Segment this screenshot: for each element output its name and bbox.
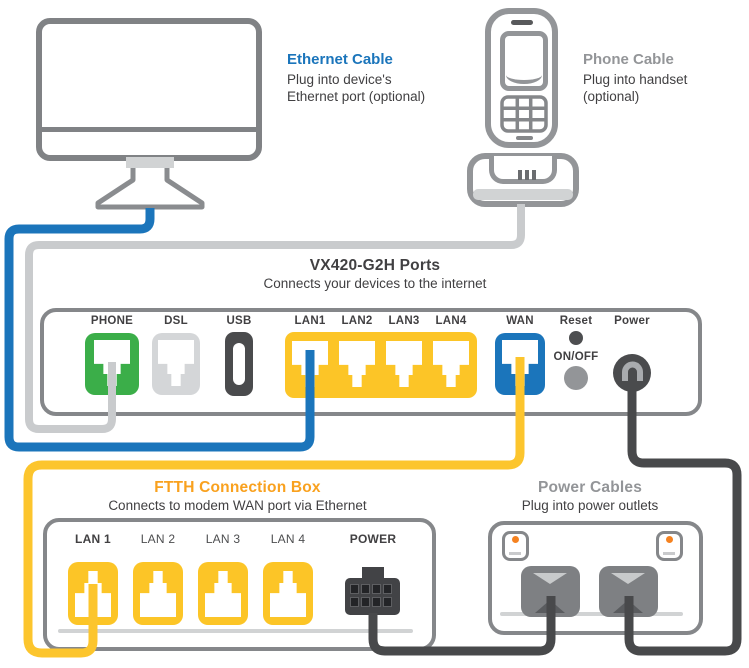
socket-left-plug-wedge (535, 600, 565, 613)
modem-phone-label: PHONE (90, 315, 134, 327)
phone-cradle-well (489, 156, 557, 184)
ethernet-cable-note: Ethernet Cable Plug into device's Ethern… (287, 51, 425, 105)
socket-right-plug-wedge (613, 600, 643, 613)
monitor-icon (36, 18, 262, 161)
phone-cable-note: Phone Cable Plug into handset (optional) (583, 51, 687, 105)
socket-right-triangle (611, 573, 645, 584)
ftth-lan4-label: LAN 4 (270, 532, 306, 546)
power-cables-title: Power Cables (537, 479, 643, 496)
ethernet-cable-note-line1: Plug into device's (287, 72, 392, 87)
modem-title: VX420-G2H Ports (309, 257, 441, 274)
outlet-socket-right (599, 566, 658, 617)
phone-bottom-key (516, 136, 533, 140)
modem-wan-label: WAN (506, 315, 534, 327)
phone-cable-note-line1: Plug into handset (583, 72, 688, 87)
ftth-lan2-label: LAN 2 (140, 532, 176, 546)
outlet-switch-right-line (663, 552, 675, 555)
ethernet-cable-note-title: Ethernet Cable (287, 51, 393, 68)
phone-cable-note-title: Phone Cable (583, 51, 674, 68)
modem-reset-label: Reset (559, 315, 593, 327)
outlet-socket-left (521, 566, 580, 617)
modem-onoff-label: ON/OFF (553, 351, 599, 363)
ftth-power-label: POWER (349, 532, 397, 546)
power-jack (613, 354, 651, 392)
power-cables-heading: Power Cables Plug into power outlets (460, 478, 720, 514)
modem-heading: VX420-G2H Ports Connects your devices to… (125, 256, 625, 292)
outlet-switch-left-line (509, 552, 521, 555)
cradle-contact-2 (525, 170, 529, 180)
modem-lan4-label: LAN4 (435, 315, 467, 327)
phone-screen-arc (506, 66, 542, 84)
modem-power-label: Power (614, 315, 650, 327)
power-cables-subtitle: Plug into power outlets (521, 498, 659, 513)
socket-left-triangle (533, 573, 567, 584)
ftth-title: FTTH Connection Box (154, 479, 321, 496)
cradle-contact-3 (532, 170, 536, 180)
phone-cable-note-line2: (optional) (583, 89, 640, 104)
cradle-contact-1 (518, 170, 522, 180)
ftth-lan1-label: LAN 1 (75, 532, 111, 546)
ftth-panel-lip (58, 629, 413, 633)
ftth-lan3-label: LAN 3 (205, 532, 241, 546)
monitor-bezel-divider (39, 127, 259, 132)
onoff-button (564, 366, 588, 390)
ftth-heading: FTTH Connection Box Connects to modem WA… (35, 478, 440, 514)
cradle-base-band (473, 189, 573, 200)
ftth-power-connector-pins (350, 584, 396, 608)
outlet-switch-left-indicator (512, 536, 519, 543)
phone-speaker (511, 20, 533, 25)
modem-usb-label: USB (226, 315, 252, 327)
modem-dsl-label: DSL (164, 315, 188, 327)
reset-button (569, 331, 583, 345)
monitor-stand-icon (95, 168, 205, 210)
ethernet-cable-note-line2: Ethernet port (optional) (287, 89, 426, 104)
outlet-switch-right-indicator (666, 536, 673, 543)
modem-subtitle: Connects your devices to the internet (263, 276, 487, 291)
outlet-panel-lip (500, 612, 683, 616)
usb-port-slot (233, 343, 245, 385)
ftth-subtitle: Connects to modem WAN port via Ethernet (108, 498, 367, 513)
